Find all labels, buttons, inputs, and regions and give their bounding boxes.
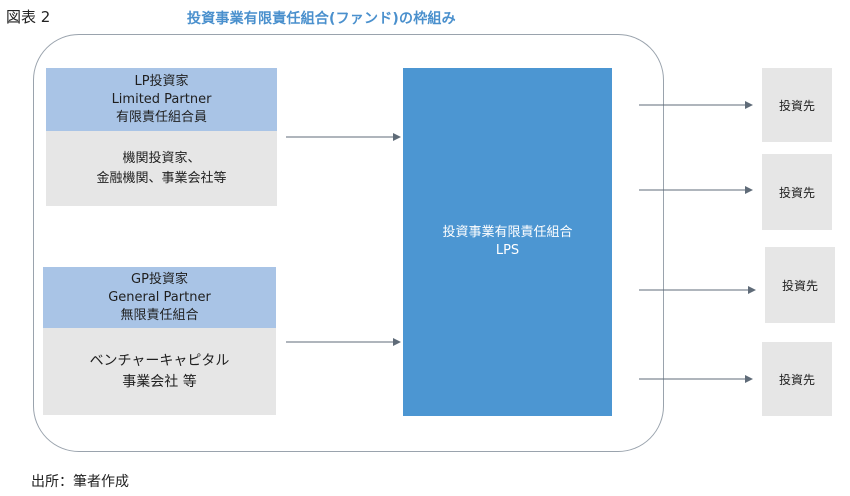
- investee-box-4: 投資先: [762, 342, 832, 416]
- lp-header-line-3: 有限責任組合員: [115, 109, 207, 125]
- lp-body-line-2: 金融機関、事業会社等: [96, 170, 227, 186]
- lp-header-line-2: Limited Partner: [111, 91, 212, 107]
- lp-header-line-1: LP投資家: [134, 73, 189, 89]
- gp-header-line-2: General Partner: [108, 289, 211, 305]
- investee-box-3: 投資先: [765, 247, 835, 323]
- lp-body-line-1: 機関投資家、: [122, 150, 201, 166]
- investee-label-1: 投資先: [778, 98, 815, 113]
- investee-box-1: 投資先: [762, 68, 832, 142]
- gp-investor-header: GP投資家 General Partner 無限責任組合: [43, 267, 276, 328]
- gp-body-line-1: ベンチャーキャピタル: [89, 352, 230, 369]
- lps-line-2: LPS: [495, 243, 520, 258]
- investee-label-2: 投資先: [778, 185, 815, 200]
- diagram-title: 投資事業有限責任組合(ファンド)の枠組み: [187, 11, 456, 27]
- lp-investor-body: 機関投資家、 金融機関、事業会社等: [46, 131, 277, 206]
- lps-line-1: 投資事業有限責任組合: [442, 225, 573, 240]
- gp-header-line-1: GP投資家: [131, 271, 188, 287]
- gp-body-line-2: 事業会社 等: [122, 373, 197, 390]
- gp-header-line-3: 無限責任組合: [120, 307, 199, 323]
- gp-investor-body: ベンチャーキャピタル 事業会社 等: [43, 328, 276, 415]
- lps-box: 投資事業有限責任組合 LPS: [403, 68, 612, 416]
- investee-label-4: 投資先: [778, 372, 815, 387]
- investee-label-3: 投資先: [781, 278, 818, 293]
- figure-label: 図表 2: [6, 8, 51, 26]
- source-note: 出所：筆者作成: [31, 474, 129, 490]
- lp-investor-header: LP投資家 Limited Partner 有限責任組合員: [46, 68, 277, 131]
- investee-box-2: 投資先: [762, 154, 832, 230]
